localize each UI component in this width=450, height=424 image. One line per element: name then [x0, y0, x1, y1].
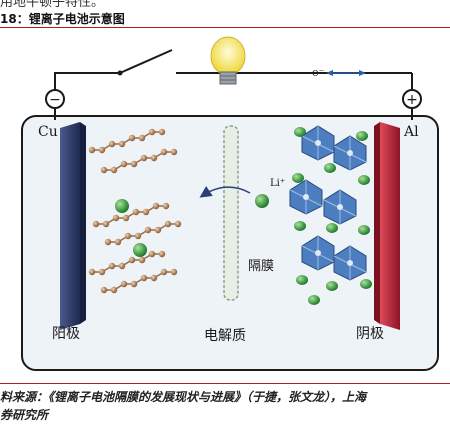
cathode-label: 阴极 [356, 326, 384, 342]
anode-label: 阳极 [52, 326, 80, 342]
switch-pivot [117, 70, 123, 76]
copper-label: Cu [38, 124, 58, 140]
lithium-ion-cathode [326, 281, 338, 291]
top-text-fragment: 用地牛顿子特性。 [0, 0, 105, 10]
electrolyte-label: 电解质 [204, 328, 246, 344]
separator-label: 隔膜 [248, 259, 274, 274]
graphite-layer [88, 250, 166, 276]
ion-label: Li⁺ [270, 178, 285, 189]
electron-flow-arrow [326, 70, 366, 76]
graphite-layers [88, 128, 182, 294]
lithium-ion-cathode [292, 173, 304, 183]
anode-current-collector [60, 122, 86, 330]
graphite-layer [104, 220, 182, 246]
lithium-ion-moving [255, 194, 269, 208]
graphite-layer [100, 148, 178, 174]
source-note: 料来源：《锂离子电池隔膜的发展现状与进展》（于捷，张文龙），上海 券研究所 [0, 388, 450, 424]
lithium-ion-cathode [360, 279, 372, 289]
lithium-ion-cathode [358, 225, 370, 235]
graphite-layer [92, 202, 170, 228]
lithium-ion-cathode [326, 223, 338, 233]
positive-terminal-icon: + [402, 89, 422, 109]
separator [223, 125, 239, 301]
lithium-ion-cathode [324, 163, 336, 173]
cathode-lattice [289, 125, 372, 305]
cathode-octahedron [289, 179, 323, 215]
svg-text:−: − [49, 92, 61, 108]
figure-label: 18：锂离子电池示意图 [0, 12, 125, 26]
cathode-current-collector [374, 122, 400, 330]
top-divider [0, 27, 450, 28]
graphite-layer [100, 268, 178, 294]
electron-label: e⁻ [312, 66, 325, 79]
lithium-ion-cathode [294, 221, 306, 231]
light-bulb-icon [210, 36, 246, 85]
bottom-divider [0, 383, 450, 384]
lithium-ion-cathode [356, 131, 368, 141]
lithium-ion-anode-1 [115, 199, 129, 213]
cathode-octahedron [333, 245, 367, 281]
lithium-ion-anode-2 [133, 243, 147, 257]
cathode-octahedron [323, 189, 357, 225]
battery-diagram: e⁻ − + Cu Al 隔膜 Li⁺ 阳极 电解质 阴极 [21, 36, 439, 371]
aluminum-label: Al [403, 124, 419, 140]
negative-terminal-icon: − [45, 89, 65, 109]
lithium-ion-cathode [296, 275, 308, 285]
ion-flow-arrow [199, 186, 251, 198]
graphite-layer [88, 128, 166, 154]
cathode-octahedron [301, 235, 335, 271]
source-line-1: 料来源：《锂离子电池隔膜的发展现状与进展》（于捷，张文龙），上海 [0, 390, 367, 404]
lithium-ion-cathode [358, 175, 370, 185]
lithium-ion-cathode [308, 295, 320, 305]
svg-text:+: + [406, 92, 418, 108]
cathode-octahedron [333, 135, 367, 171]
source-line-2: 券研究所 [0, 408, 49, 422]
lithium-ion-cathode [294, 127, 306, 137]
